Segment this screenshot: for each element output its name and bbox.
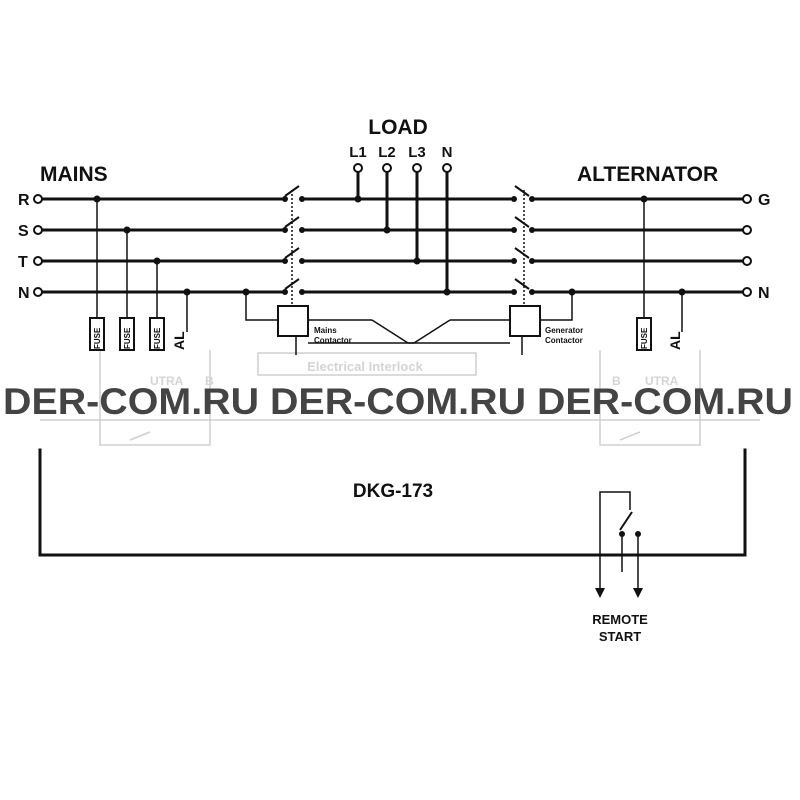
mains-coil-feed bbox=[245, 292, 278, 321]
faint-left-label-b: B bbox=[205, 374, 214, 388]
load-n-label: N bbox=[442, 144, 453, 161]
faint-mains-frame bbox=[99, 350, 211, 446]
alternator-label: ALTERNATOR bbox=[577, 163, 718, 186]
contactor-switches bbox=[284, 185, 633, 531]
remote-start-wire-a bbox=[599, 491, 631, 588]
wires bbox=[38, 170, 747, 557]
load-l1-label: L1 bbox=[349, 144, 367, 161]
generator-contactor-label-1: Generator bbox=[545, 326, 583, 335]
controller-label: DKG-173 bbox=[353, 481, 433, 502]
mains-contactor-coil bbox=[277, 305, 309, 337]
watermark: DER-COM.RU DER-COM.RU DER-COM.RU bbox=[3, 381, 793, 422]
remote-start-label-2: START bbox=[599, 629, 641, 644]
interlock-cross-a bbox=[371, 319, 440, 344]
gen-coil-feed bbox=[540, 292, 573, 321]
mains-switch-t bbox=[284, 247, 300, 259]
gen-switch-t bbox=[514, 247, 530, 259]
remote-start-label-1: REMOTE bbox=[592, 612, 648, 627]
electrical-interlock-label: Electrical Interlock bbox=[307, 359, 423, 374]
terminals bbox=[33, 163, 752, 297]
faint-background bbox=[40, 350, 760, 446]
remote-arrow-left bbox=[595, 588, 605, 598]
gen-g-label: G bbox=[758, 192, 770, 209]
al-label-mains: AL bbox=[171, 331, 187, 350]
remote-start-switch bbox=[619, 511, 633, 531]
mains-t-label: T bbox=[18, 254, 28, 271]
mains-label: MAINS bbox=[40, 163, 108, 186]
interlock-cross-b bbox=[380, 319, 451, 344]
junction-dots bbox=[93, 195, 686, 537]
controller-box bbox=[38, 448, 747, 557]
faint-switch-left bbox=[129, 431, 151, 441]
faint-left-label-utra: UTRA bbox=[150, 374, 184, 388]
faint-right-label-b: B bbox=[612, 374, 621, 388]
gen-n-label: N bbox=[758, 285, 770, 302]
mains-switch-r bbox=[284, 185, 300, 197]
remote-start-arrows bbox=[595, 588, 643, 598]
fuse-label-gen: FUSE bbox=[640, 327, 649, 349]
mains-n-label: N bbox=[18, 285, 30, 302]
thin-wires bbox=[96, 190, 683, 588]
fuse-label-r: FUSE bbox=[93, 327, 102, 349]
fuse-r bbox=[89, 317, 105, 351]
gen-switch-r bbox=[514, 185, 530, 197]
fuses bbox=[89, 317, 652, 351]
fuse-gen bbox=[636, 317, 652, 351]
interlock-box bbox=[257, 352, 477, 376]
fuse-t bbox=[149, 317, 165, 351]
faint-gen-frame bbox=[599, 350, 701, 446]
fuse-s bbox=[119, 317, 135, 351]
fuse-label-t: FUSE bbox=[153, 327, 162, 349]
mains-contactor-label-1: Mains bbox=[314, 326, 337, 335]
mains-contactor-label-2: Contactor bbox=[314, 336, 352, 345]
load-label: LOAD bbox=[368, 116, 428, 139]
generator-contactor-label-2: Contactor bbox=[545, 336, 583, 345]
faint-switch-right bbox=[619, 431, 641, 441]
faint-right-label-utra: UTRA bbox=[645, 374, 679, 388]
gen-switch-s bbox=[514, 216, 530, 228]
load-l2-label: L2 bbox=[378, 144, 396, 161]
load-l3-label: L3 bbox=[408, 144, 426, 161]
al-label-gen: AL bbox=[667, 331, 683, 350]
remote-arrow-right bbox=[633, 588, 643, 598]
fuse-label-s: FUSE bbox=[123, 327, 132, 349]
mains-r-label: R bbox=[18, 192, 30, 209]
gen-switch-n bbox=[514, 278, 530, 290]
generator-contactor-coil bbox=[509, 305, 541, 337]
mains-s-label: S bbox=[18, 223, 29, 240]
mains-switch-n bbox=[284, 278, 300, 290]
mains-switch-s bbox=[284, 216, 300, 228]
